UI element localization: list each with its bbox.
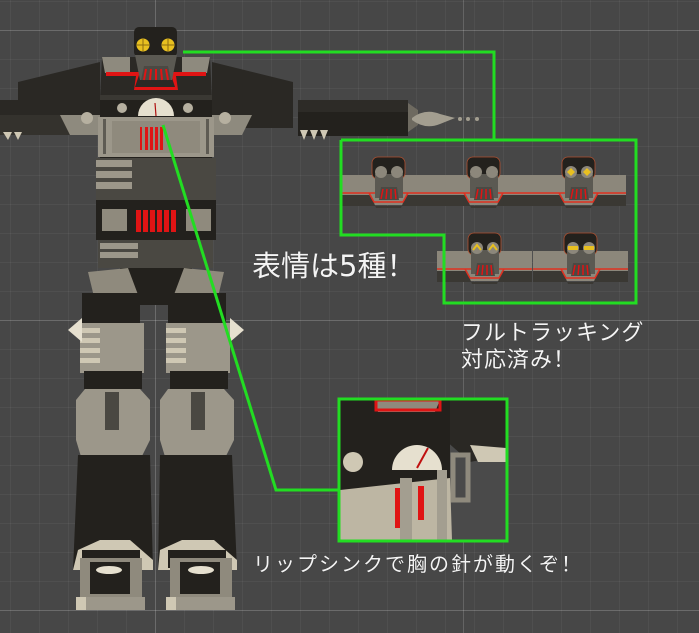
face-happy (530, 156, 627, 209)
grid-line-horizontal (0, 30, 699, 31)
chest-closeup-frame (337, 397, 509, 543)
face-closed (435, 156, 532, 209)
feet (76, 558, 235, 610)
right-arm (212, 62, 479, 140)
grid-line-horizontal (0, 610, 699, 611)
left-arm (0, 62, 100, 140)
face-smile (436, 232, 533, 285)
grid-line-vertical (463, 0, 464, 633)
lip-sync-caption: リップシンクで胸の針が動くぞ！ (253, 552, 583, 576)
head-callout-line (183, 50, 496, 140)
head (134, 27, 177, 81)
thighs (68, 318, 244, 389)
full-tracking-line2: 対応済み！ (461, 348, 577, 373)
face-neutral (340, 156, 437, 209)
chest-callout-line (161, 124, 339, 492)
face-grid (532, 232, 629, 285)
chest-gauge-closeup-icon (392, 445, 442, 470)
chest-gauge-icon (138, 98, 174, 116)
chest (98, 98, 214, 162)
knees (76, 389, 234, 460)
full-tracking-line1: フルトラッキング (461, 321, 645, 346)
expression-panel-outline (339, 138, 638, 305)
grid-line-horizontal (0, 320, 699, 321)
full-tracking-caption: フルトラッキング 対応済み！ (461, 320, 644, 374)
grid-line-vertical (155, 0, 156, 633)
expressions-caption: 表情は5種！ (252, 249, 416, 283)
